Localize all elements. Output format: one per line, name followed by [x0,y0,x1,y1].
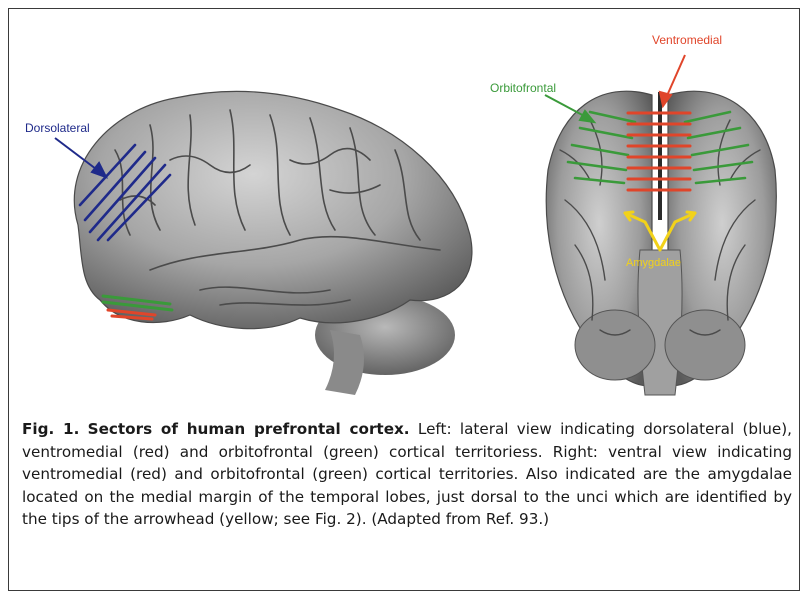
lateral-brain-view [55,91,472,395]
amygdalae-label: Amygdalae [626,258,681,269]
caption-figure-number: Fig. 1. [22,420,79,438]
figure-caption: Fig. 1. Sectors of human prefrontal cort… [22,418,792,531]
brain-illustration [0,0,810,400]
ventromedial-label: Ventromedial [652,34,722,46]
caption-title: Sectors of human prefrontal cortex. [88,420,410,438]
orbitofrontal-label: Orbitofrontal [490,82,556,94]
ventral-brain-view [545,55,776,395]
dorsolateral-label: Dorsolateral [25,122,90,134]
